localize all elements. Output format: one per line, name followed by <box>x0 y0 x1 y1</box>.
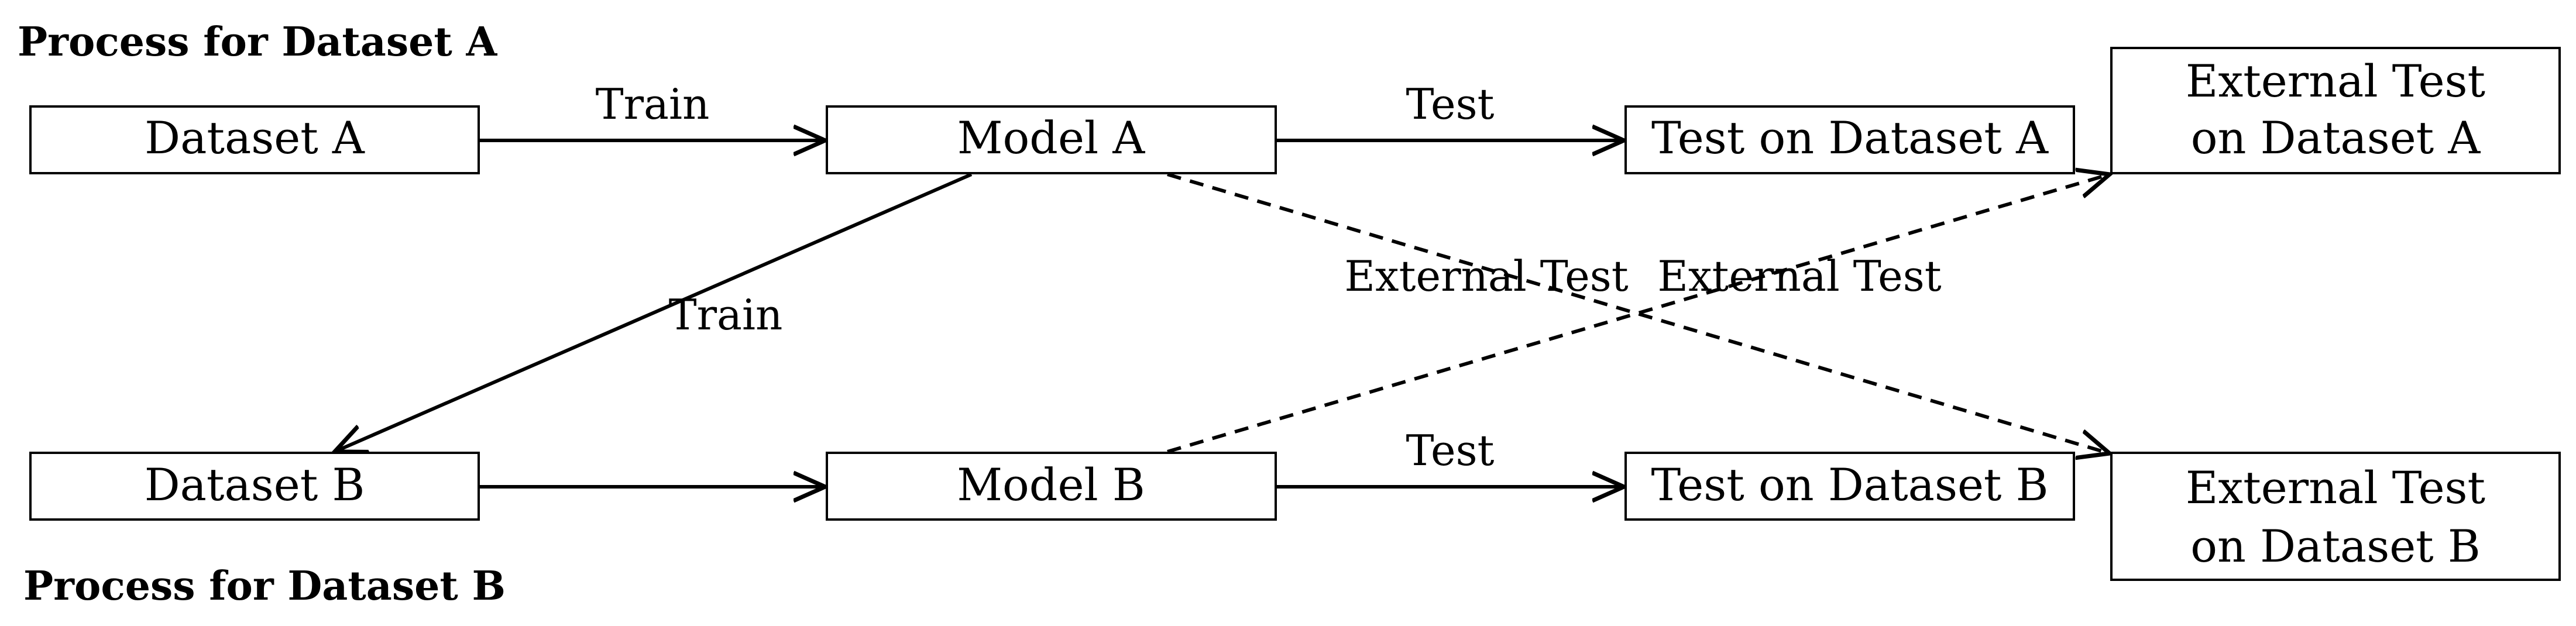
node-model-a: Model A <box>826 105 1277 174</box>
node-label-test-b: Test on Dataset B <box>1651 459 2049 511</box>
edge-label-test-a: Test <box>1406 80 1495 129</box>
edge-label-test-b: Test <box>1406 426 1495 475</box>
node-external-test-b: External Test on Dataset B <box>2110 452 2561 581</box>
node-label-test-a: Test on Dataset A <box>1651 112 2049 164</box>
edge-label-train-cross: Train <box>669 290 783 339</box>
node-label-model-a: Model A <box>957 112 1146 164</box>
node-label-ext-b-line1: External Test <box>2186 462 2485 514</box>
node-dataset-b: Dataset B <box>29 452 480 521</box>
node-label-dataset-a: Dataset A <box>145 112 365 164</box>
node-label-ext-a-line2: on Dataset A <box>2191 112 2481 164</box>
edge-label-external-a-to-b: External Test <box>1344 252 1628 301</box>
node-model-b: Model B <box>826 452 1277 521</box>
edge-label-train-a: Train <box>596 80 710 129</box>
node-label-ext-b-line2: on Dataset B <box>2190 520 2480 572</box>
node-test-b: Test on Dataset B <box>1624 452 2075 521</box>
node-label-model-b: Model B <box>957 459 1145 511</box>
node-dataset-a: Dataset A <box>29 105 480 174</box>
node-label-ext-a-line1: External Test <box>2186 55 2485 107</box>
node-external-test-a: External Test on Dataset A <box>2110 47 2561 174</box>
heading-dataset-a: Process for Dataset A <box>18 19 497 66</box>
node-label-dataset-b: Dataset B <box>145 459 365 511</box>
edge-train-cross <box>335 173 973 452</box>
node-test-a: Test on Dataset A <box>1624 105 2075 174</box>
heading-dataset-b: Process for Dataset B <box>23 563 506 610</box>
edge-label-external-b-to-a: External Test <box>1657 252 1941 301</box>
